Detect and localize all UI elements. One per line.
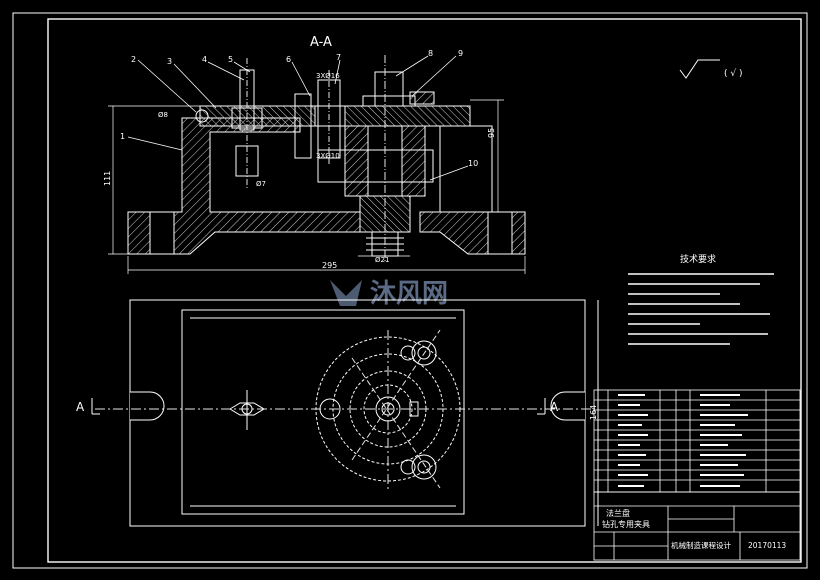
title-name-line1: 法兰盘 <box>606 508 630 518</box>
part-number-7: 7 <box>336 53 341 62</box>
dim-hole-mid: 3XØ10 <box>316 152 340 160</box>
cut-marker-right: A <box>550 400 559 414</box>
title-code: 20170113 <box>748 541 786 550</box>
part-number-8: 8 <box>428 49 433 58</box>
part-number-10: 10 <box>468 159 478 168</box>
leader-lines <box>127 55 469 181</box>
title-name-line2: 钻孔专用夹具 <box>602 519 650 529</box>
top-washer <box>362 95 416 107</box>
bushing-head-top <box>411 340 437 366</box>
cut-marker-left: A <box>76 400 85 414</box>
tech-req-title: 技术要求 <box>680 253 716 265</box>
part-number-1: 1 <box>120 132 125 141</box>
pin-left <box>195 109 209 123</box>
watermark: 沐风网 <box>330 279 448 309</box>
slot-right <box>550 391 585 421</box>
inner-border <box>47 18 802 563</box>
roughness-symbol: ( √ ) <box>679 59 742 79</box>
dim-dia-left: Ø8 <box>158 111 168 119</box>
dimension-lines <box>108 99 526 274</box>
dim-depth-right: 164 <box>589 405 598 420</box>
dim-hole-top: 3XØ16 <box>316 72 340 80</box>
section-view <box>127 55 526 262</box>
part-number-6: 6 <box>286 55 291 64</box>
parts-list <box>593 389 801 493</box>
part-number-9: 9 <box>458 49 463 58</box>
parts-list-text-placeholders <box>618 394 748 487</box>
tech-req-lines <box>628 273 774 345</box>
dim-height-right: 95 <box>487 128 496 138</box>
dim-height-left: 111 <box>103 171 112 186</box>
part-number-2: 2 <box>131 55 136 64</box>
base-body <box>127 117 361 255</box>
section-title: A-A <box>310 35 332 50</box>
slot-left <box>130 391 165 421</box>
bushing-head-bottom <box>411 454 437 480</box>
top-nut <box>374 71 404 107</box>
base-slot-right <box>487 211 513 255</box>
drill-plate-gap <box>314 105 346 127</box>
part-number-5: 5 <box>228 55 233 64</box>
small-block <box>409 91 435 105</box>
bushing-left <box>294 93 312 159</box>
part-number-3: 3 <box>167 57 172 66</box>
base-slot-left <box>149 211 175 255</box>
dim-bottom-dia: Ø21 <box>375 256 389 264</box>
plan-base-outline <box>129 299 586 527</box>
title-block <box>593 491 801 561</box>
part-number-4: 4 <box>202 55 207 64</box>
outer-border <box>12 12 808 569</box>
roughness-text: ( √ ) <box>724 68 742 79</box>
watermark-text: 沐风网 <box>370 279 448 309</box>
support-column <box>439 125 493 213</box>
plan-top-plate <box>181 309 465 515</box>
title-course: 机械制造课程设计 <box>671 540 731 550</box>
mandrel-flange <box>317 149 434 183</box>
dim-dia-small: Ø7 <box>256 180 266 188</box>
plan-view <box>91 299 599 527</box>
dim-width: 295 <box>322 261 337 270</box>
